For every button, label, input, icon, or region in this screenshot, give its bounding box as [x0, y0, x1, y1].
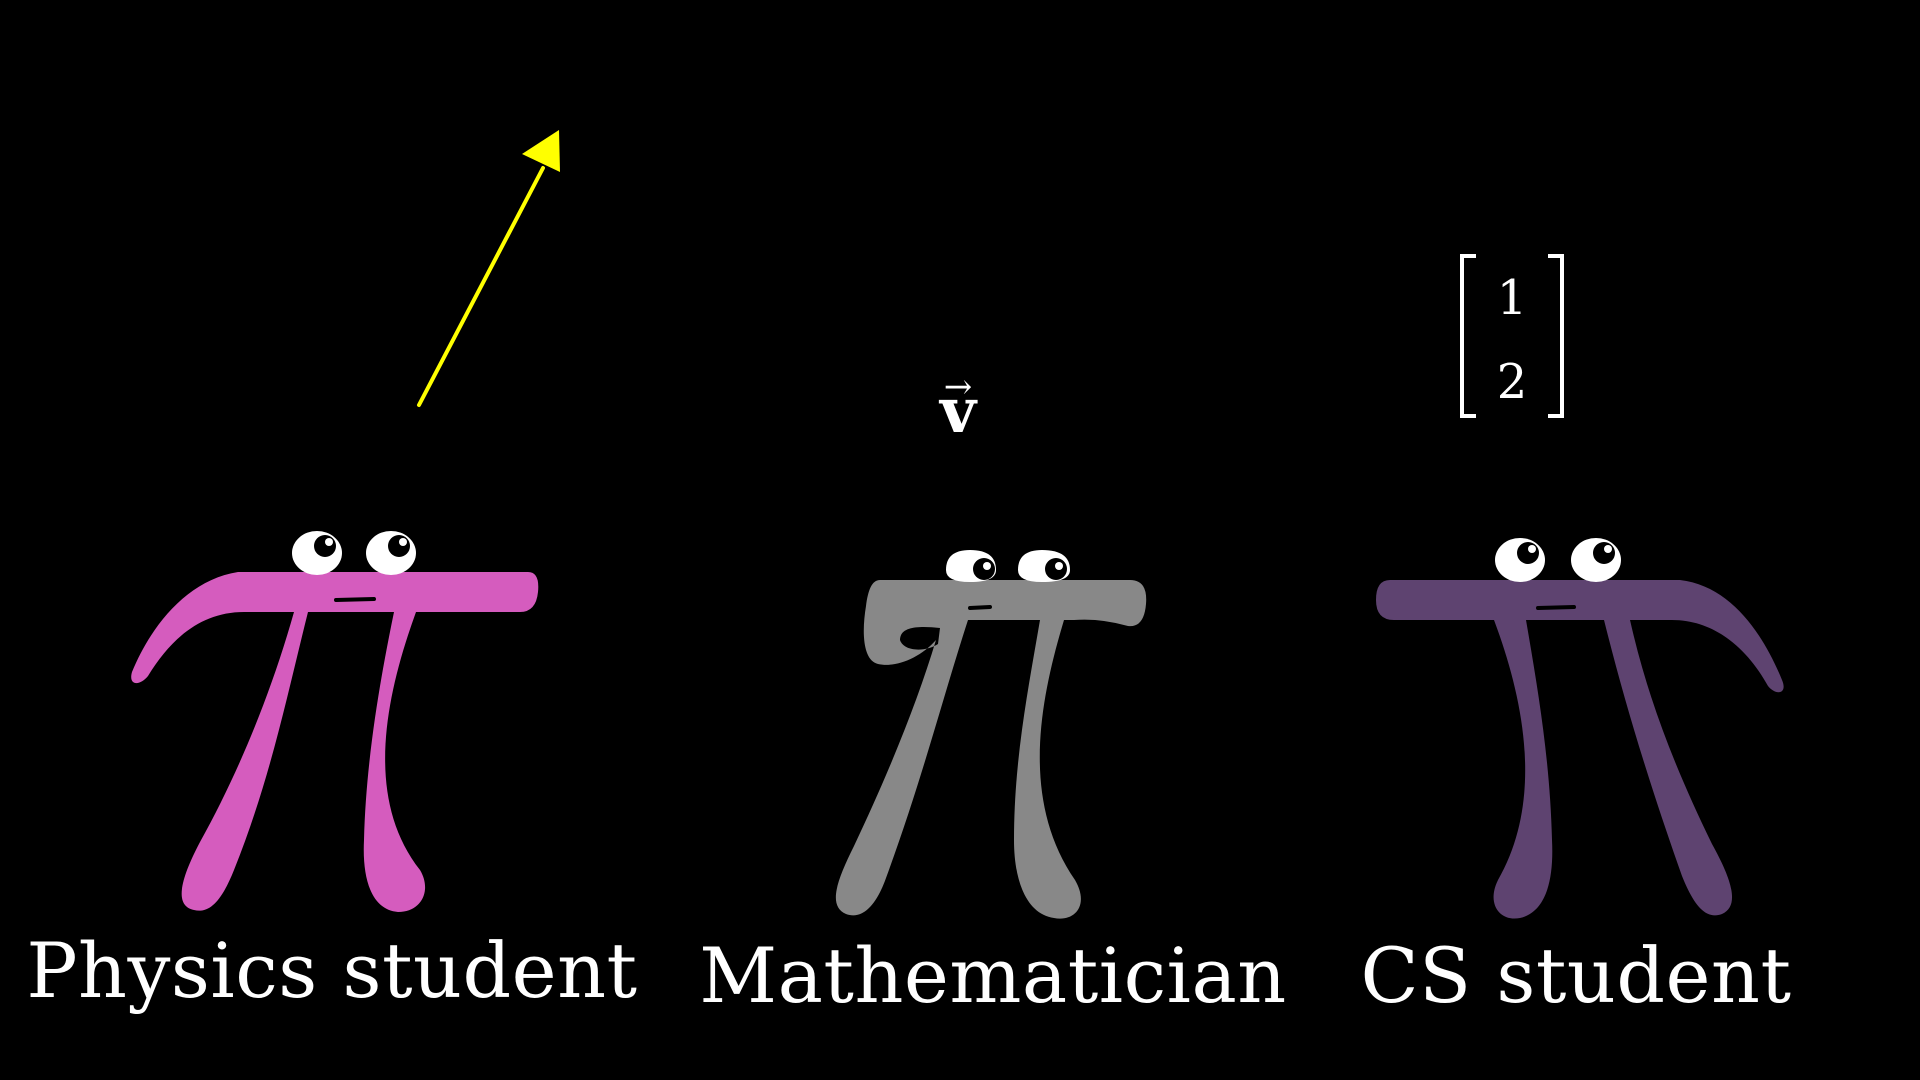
- pi-mouth: [334, 597, 376, 602]
- caption-physics-student: Physics student: [26, 926, 638, 1015]
- pi-body: [1376, 580, 1784, 919]
- pi-mouth: [1536, 605, 1576, 610]
- vector-arrow-head: [522, 130, 560, 172]
- vector-symbol-letter: v: [939, 374, 977, 447]
- pi-mouth: [968, 605, 992, 610]
- pi-body: [131, 572, 539, 912]
- caption-cs-student: CS student: [1360, 931, 1792, 1020]
- column-matrix: 1 2: [1460, 254, 1564, 420]
- matrix-entry: 2: [1496, 354, 1528, 410]
- pi-creature-mathematician: [835, 550, 1147, 919]
- pi-eyes: [1495, 538, 1621, 582]
- pi-creature-physics: [131, 531, 539, 912]
- vector-symbol-arrow: →: [943, 367, 973, 407]
- caption-mathematician: Mathematician: [699, 931, 1287, 1020]
- vector-symbol: → v: [940, 370, 976, 442]
- pi-body: [835, 580, 1147, 919]
- pi-eyes: [292, 531, 416, 575]
- matrix-left-bracket: [1460, 254, 1476, 418]
- vector-arrow: [417, 130, 560, 407]
- matrix-right-bracket: [1548, 254, 1564, 418]
- pi-creature-cs: [1376, 538, 1784, 919]
- pi-eyes: [946, 550, 1070, 582]
- vector-arrow-shaft: [417, 166, 545, 407]
- matrix-entry: 1: [1496, 270, 1528, 326]
